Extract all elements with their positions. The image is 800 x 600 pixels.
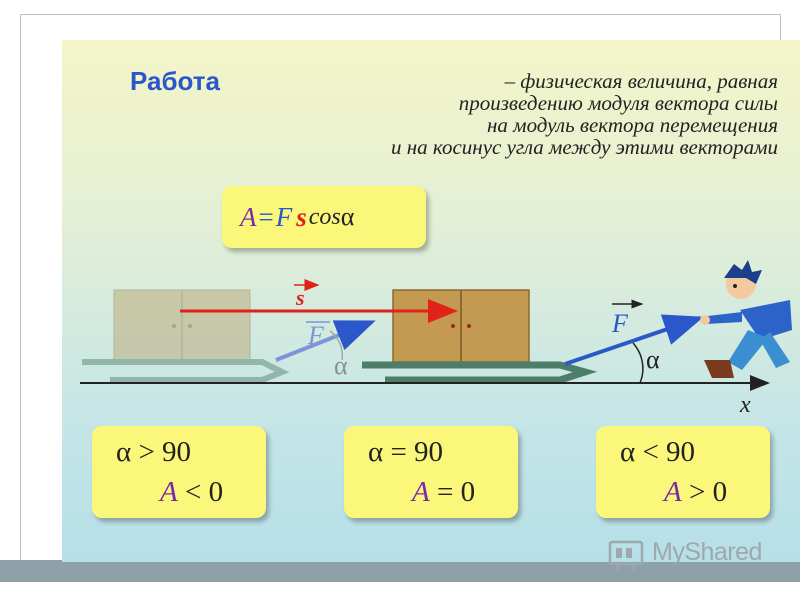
watermark-text: MyShared: [652, 538, 762, 566]
force-vector-left: [275, 320, 376, 362]
definition-text: – физическая величина, равная произведен…: [300, 70, 778, 158]
sled-start-position: [82, 289, 290, 383]
formula-equals: =: [258, 201, 274, 232]
frame-line-left: [20, 14, 21, 560]
case-work-symbol: A: [412, 476, 430, 508]
case-result-rest: = 0: [429, 476, 476, 508]
work-formula: A = F s cos α: [222, 186, 426, 248]
case-result-rest: < 0: [177, 476, 224, 508]
case-result: A < 0: [160, 476, 223, 509]
formula-cos: cos: [308, 203, 341, 230]
case-acute: α < 90 A > 0: [596, 426, 770, 518]
case-result: A > 0: [664, 476, 727, 509]
angle-arc-right: [632, 342, 644, 384]
case-condition: α = 90: [368, 436, 444, 468]
force-vector-right: [564, 314, 704, 366]
frame-line-top: [20, 14, 780, 15]
case-condition: α < 90: [620, 436, 696, 468]
force-label-left: F: [307, 321, 325, 350]
angle-label-left: α: [334, 351, 348, 380]
bottom-strip: [0, 582, 800, 600]
displacement-label: s: [295, 285, 305, 310]
case-result: A = 0: [412, 476, 475, 509]
angle-label-right: α: [646, 345, 660, 374]
sled: [362, 361, 598, 384]
case-result-rest: > 0: [681, 476, 728, 508]
definition-line: и на косинус угла между этими векторами: [391, 135, 778, 159]
term-title: Работа: [130, 66, 220, 96]
angle-arc-left: [329, 330, 344, 361]
frame-line-right: [780, 14, 781, 42]
case-work-symbol: A: [664, 476, 682, 508]
formula-displacement-symbol: s: [296, 201, 307, 232]
x-axis-label: x: [739, 392, 751, 418]
force-label-right: F: [611, 309, 629, 338]
case-right: α = 90 A = 0: [344, 426, 518, 518]
formula-force-symbol: F: [275, 201, 293, 232]
boy-figure: [700, 260, 792, 378]
definition-line: – физическая величина, равная: [504, 69, 778, 93]
formula-alpha: α: [340, 202, 355, 231]
box-on-sled: [392, 289, 530, 363]
case-obtuse: α > 90 A < 0: [92, 426, 266, 518]
definition-line: произведению модуля вектора силы: [458, 91, 778, 115]
bottom-bar: [0, 560, 800, 582]
formula-work-symbol: A: [240, 201, 257, 232]
definition-line: на модуль вектора перемещения: [487, 113, 778, 137]
case-work-symbol: A: [160, 476, 178, 508]
case-condition: α > 90: [116, 436, 192, 468]
myshared-logo-icon: [608, 540, 644, 570]
